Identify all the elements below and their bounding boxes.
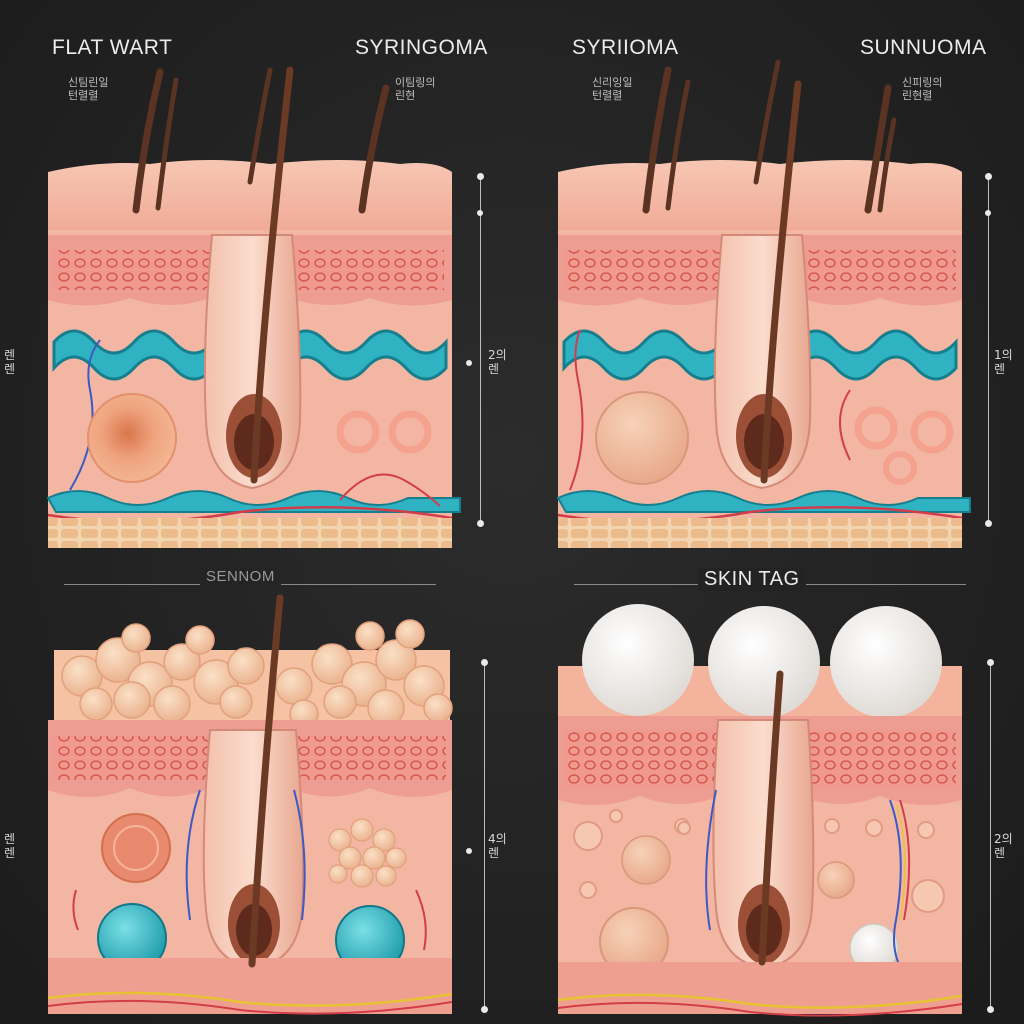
- flat-wart-subtitle: 신팀린일 턴렬렬: [68, 76, 109, 102]
- scale-label-mid-bottom: 4의 렌: [488, 832, 507, 860]
- sennom-title: SENNOM: [200, 568, 281, 585]
- syringoma-title: SYRINGOMA: [355, 36, 488, 59]
- syriioma-title: SYRIIOMA: [572, 36, 679, 59]
- syriioma-illustration: [556, 59, 971, 548]
- scale-bracket-top-left: [477, 173, 484, 527]
- skin-tag-title: SKIN TAG: [698, 568, 806, 591]
- scale-dot: [985, 210, 991, 216]
- flat-wart-title: FLAT WART: [52, 36, 173, 59]
- flat-wart-illustration: [46, 66, 461, 548]
- scale-bracket-bottom-left: [481, 659, 488, 1013]
- scale-label-left-bottom: 렌 렌: [4, 832, 16, 860]
- skin-tag-illustration: [557, 604, 963, 1017]
- scale-dot: [477, 210, 483, 216]
- scale-label-right-top: 1의 렌: [994, 348, 1013, 376]
- syringoma-subtitle: 이팀링의 린현: [395, 76, 436, 102]
- sunnuoma-subtitle: 신피링의 린현렬: [902, 76, 943, 102]
- scale-dot: [466, 848, 472, 854]
- sunnuoma-title: SUNNUOMA: [860, 36, 987, 59]
- scale-bracket-top-right: [985, 173, 992, 527]
- scale-bracket-bottom-right: [987, 659, 994, 1013]
- syriioma-subtitle: 신리잉일 턴렬렬: [592, 76, 633, 102]
- scale-dot: [466, 360, 472, 366]
- scale-label-right-bottom: 2의 렌: [994, 832, 1013, 860]
- scale-label-mid-top: 2의 렌: [488, 348, 507, 376]
- sennom-illustration: [47, 594, 453, 1015]
- scale-label-left-top: 렌 렌: [4, 348, 16, 376]
